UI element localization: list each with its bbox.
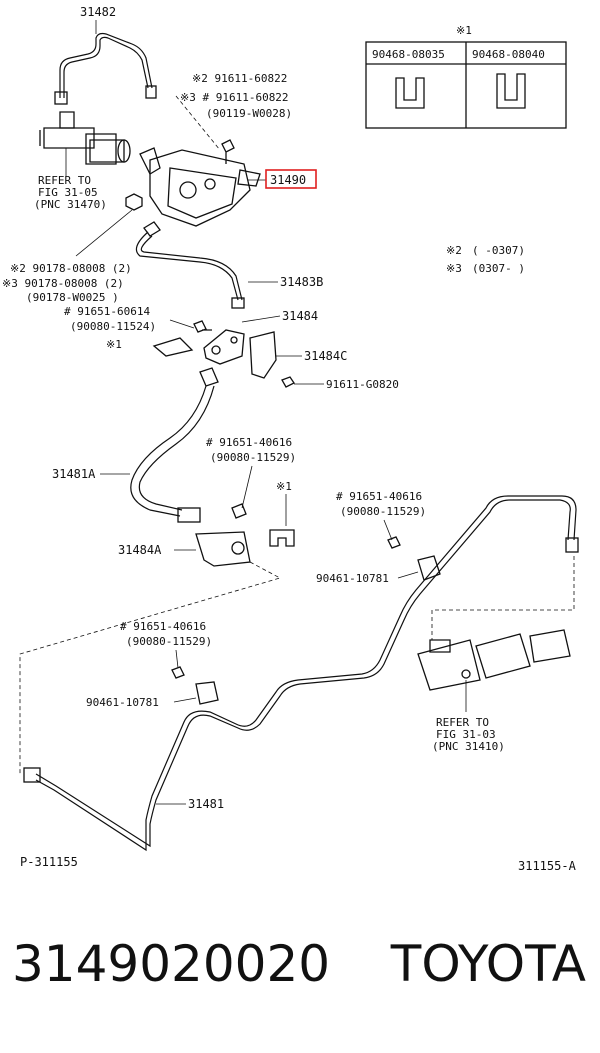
bolt-icon [231,503,247,519]
bolt-m3-91611-60822: ※3 # 91611-60822 [180,91,289,104]
diagram-code-right: 311155-A [518,859,577,873]
callout-31481: 31481 [188,797,224,811]
bolt-icon [193,320,212,333]
clip-icon [152,337,194,357]
bolt-m2-90178-08008: ※2 90178-08008 (2) [10,262,132,275]
diagram-code-left: P-311155 [20,855,78,869]
clip-icon [269,529,295,547]
refer-left-3: (PNC 31470) [34,198,107,211]
bolt-icon [171,666,185,679]
clip-icon [195,681,219,705]
callout-31481A: 31481A [52,467,96,481]
master-cylinder-right-icon [417,629,571,691]
mark-1-b: ※1 [276,480,292,493]
callout-31484A: 31484A [118,543,162,557]
refer-right-3: (PNC 31410) [432,740,505,753]
bracket-31484C-icon [249,331,277,379]
callout-31484C: 31484C [304,349,347,363]
bolt-90080-11529-a: (90080-11529) [210,451,296,464]
bolt-icon [387,536,401,549]
note-3-mark: ※3 [446,262,462,275]
clip-legend-table: ※1 90468-08035 90468-08040 [365,24,567,129]
legend-mark: ※1 [456,24,472,37]
refer-left-2: FIG 31-05 [38,186,98,199]
bracket-31490-icon [139,147,261,227]
refer-right-2: FIG 31-03 [436,728,496,741]
brand-name: TOYOTA [390,935,586,993]
part-number: 3149020020 [12,935,331,993]
note-2-mark: ※2 [446,244,462,257]
legend-col-2: 90468-08040 [472,48,545,61]
footer: 3149020020 TOYOTA [0,935,600,1015]
bolt-90080-11529-c: (90080-11529) [126,635,212,648]
refer-right-1: REFER TO [436,716,489,729]
bolt-91651-40616-c: # 91651-40616 [120,620,206,633]
callout-31490: 31490 [270,173,306,187]
parts-diagram: ※1 90468-08035 90468-08040 ※2 ( -0307) ※… [2,5,579,873]
master-cylinder-left-icon [39,111,131,165]
clip-icon [496,73,526,109]
callout-31483B: 31483B [280,275,323,289]
note-2-text: ( -0307) [472,244,525,257]
note-3-text: (0307- ) [472,262,525,275]
clip-icon [417,555,441,581]
bracket-31484-icon [203,329,245,365]
bracket-31484A-icon [195,531,251,567]
bolt-m3-90178-08008: ※3 90178-08008 (2) [2,277,124,290]
bolt-icon [281,376,295,388]
callout-31482: 31482 [80,5,116,19]
bolt-m2-91611-60822: ※2 91611-60822 [192,72,287,85]
nut-icon [125,193,143,211]
bolt-91651-60614: # 91651-60614 [64,305,150,318]
clip-90461-10781-b: 90461-10781 [316,572,389,585]
bolt-90119-W0028: (90119-W0028) [206,107,292,120]
refer-left-1: REFER TO [38,174,91,187]
legend-col-1: 90468-08035 [372,48,445,61]
bolt-icon [221,139,235,164]
bolt-90080-11529-b: (90080-11529) [340,505,426,518]
highlight-box [265,169,317,189]
bolt-91651-40616-b: # 91651-40616 [336,490,422,503]
bolt-91611-G0820: 91611-G0820 [326,378,399,391]
bolt-91651-40616-a: # 91651-40616 [206,436,292,449]
clip-icon [395,77,425,109]
clip-90461-10781-a: 90461-10781 [86,696,159,709]
bolt-90080-11524: (90080-11524) [70,320,156,333]
bolt-90178-W0025: (90178-W0025 ) [26,291,119,304]
callout-31484: 31484 [282,309,318,323]
mark-1-a: ※1 [106,338,122,351]
